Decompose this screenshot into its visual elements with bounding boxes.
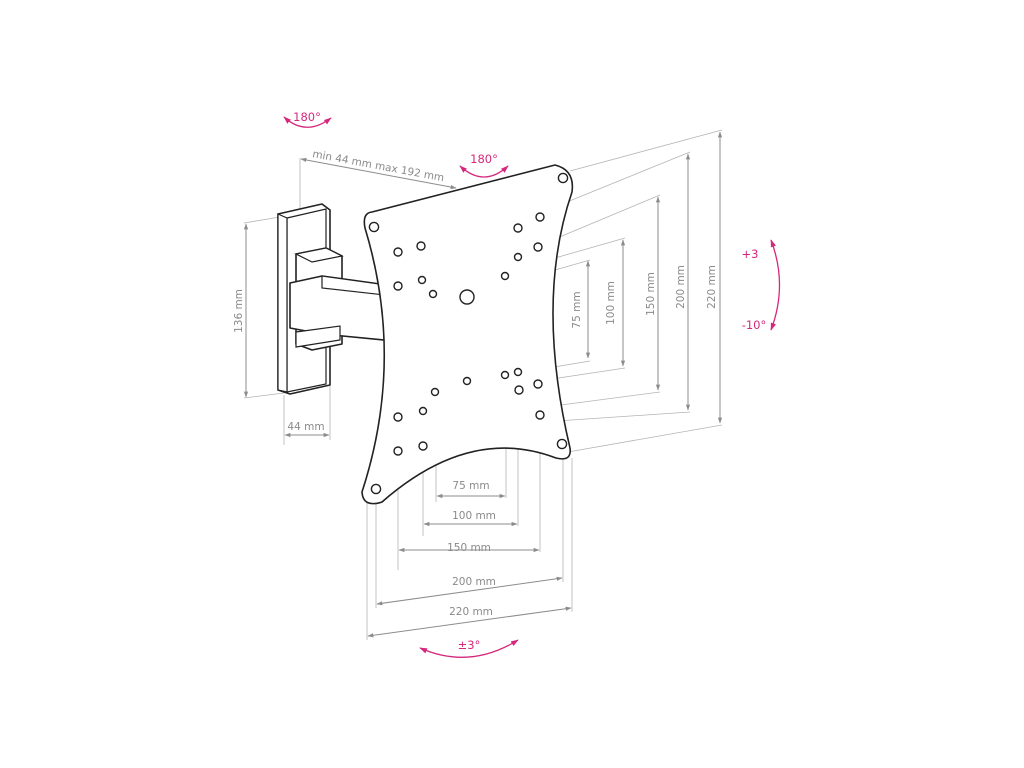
rotation-arcs (283, 116, 781, 658)
label-h200: 200 mm (452, 576, 496, 588)
label-rotation: ±3° (458, 638, 481, 652)
vesa-plate (361, 164, 574, 505)
label-v220: 220 mm (706, 265, 718, 309)
label-v100: 100 mm (605, 281, 617, 325)
plate-swivel-arrow (459, 165, 509, 178)
label-h100: 100 mm (452, 510, 496, 522)
label-v200: 200 mm (675, 265, 687, 309)
dim-h200-line (376, 576, 563, 606)
dimension-lines (243, 131, 723, 638)
dim-arm-line (300, 157, 457, 190)
label-136mm: 136 mm (233, 289, 245, 333)
label-arm-extension: min 44 mm max 192 mm (311, 148, 445, 184)
label-tilt-up: +3 (742, 247, 759, 261)
label-h220: 220 mm (449, 606, 493, 618)
vesa-holes (368, 172, 569, 495)
tilt-arrow (770, 239, 781, 331)
label-v75: 75 mm (571, 291, 583, 328)
angle-labels: 180° 180° +3 -10° ±3° (293, 110, 766, 652)
label-plate-swivel: 180° (470, 152, 498, 166)
label-h75: 75 mm (452, 480, 489, 492)
label-tilt-down: -10° (742, 318, 767, 332)
label-44mm: 44 mm (287, 421, 324, 433)
dim-h220-line (367, 606, 572, 638)
label-wall-swivel: 180° (293, 110, 321, 124)
wall-swivel-arrow (283, 116, 332, 128)
label-v150: 150 mm (645, 272, 657, 316)
rotation-arrow (419, 639, 519, 658)
label-h150: 150 mm (447, 542, 491, 554)
